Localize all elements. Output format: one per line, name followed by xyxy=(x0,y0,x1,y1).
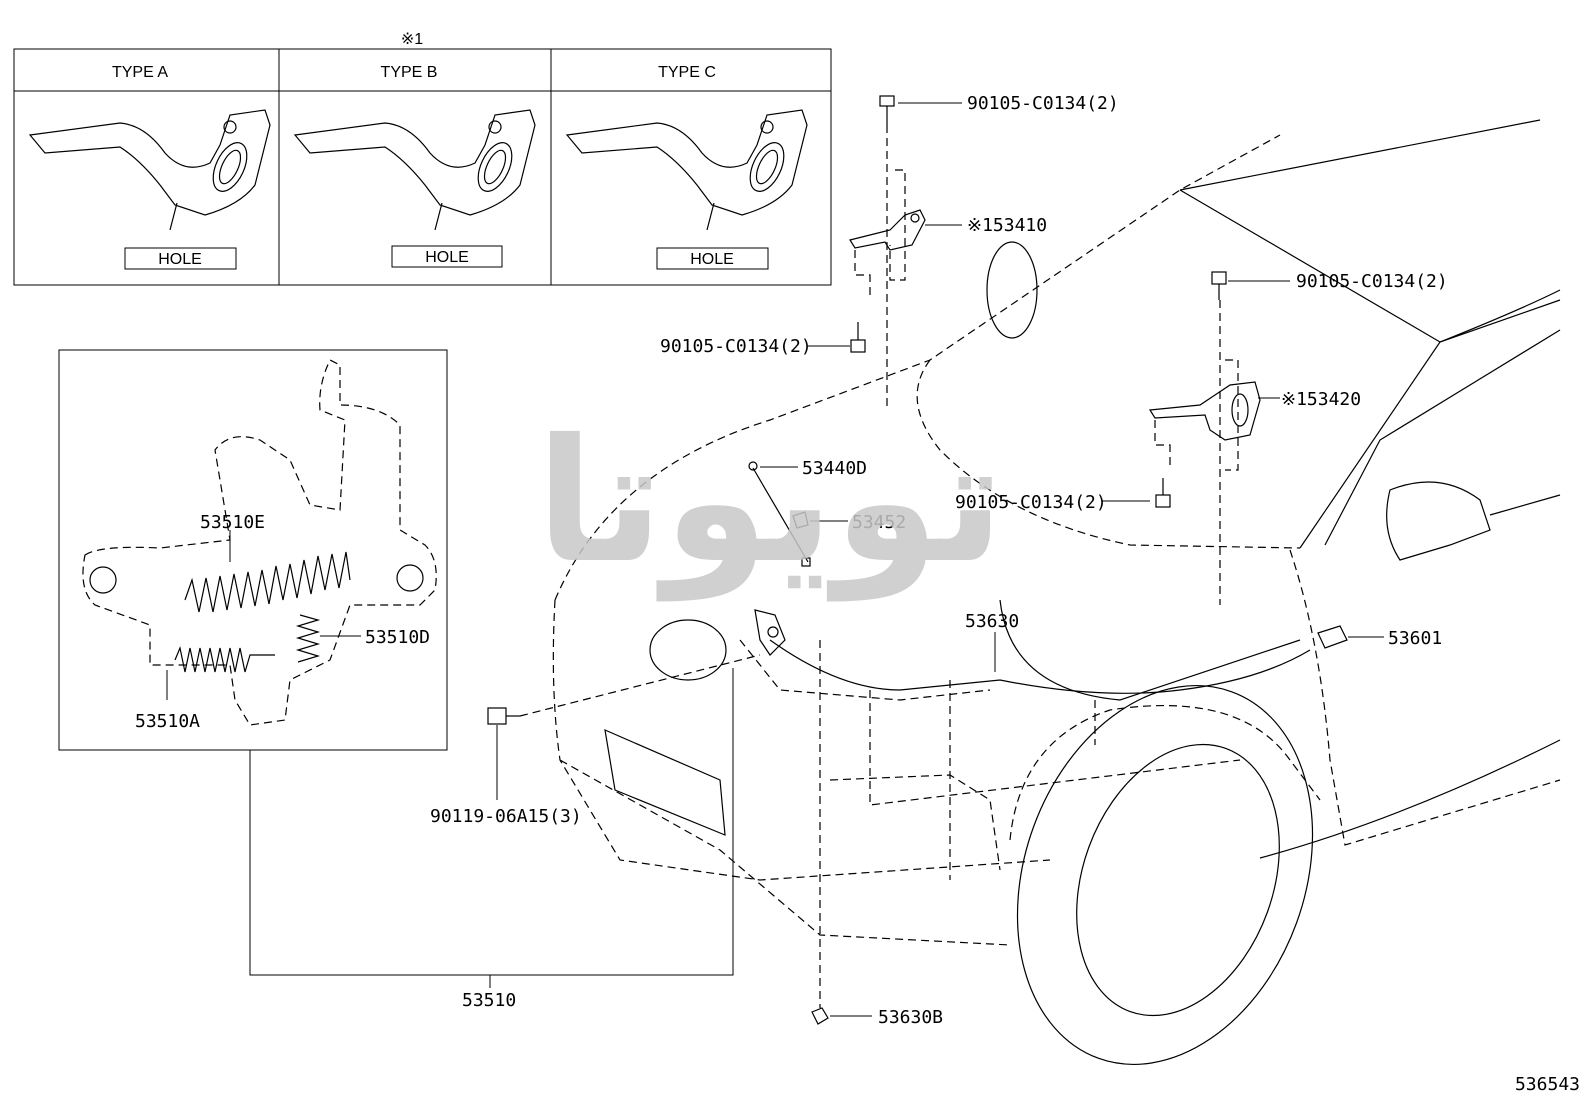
release-cable-label: 53630 xyxy=(965,611,1019,632)
bolt-latch-icon xyxy=(487,654,761,725)
cable-clamp-label: 53630B xyxy=(878,1007,943,1028)
cable-clamp-icon xyxy=(811,1007,829,1025)
bolt-hinge-right-bottom-icon xyxy=(1155,478,1171,508)
rod-holder-label: 53452 xyxy=(852,512,906,533)
latch-spring-a-label: 53510A xyxy=(135,711,200,732)
type-a-header: TYPE A xyxy=(112,64,168,81)
latch-assy-icon xyxy=(754,609,786,656)
type-table: ※1 TYPE A TYPE B TYPE C HOLE xyxy=(13,31,832,286)
type-b-hinge-drawing xyxy=(293,109,536,231)
latch-spring-d-label: 53510D xyxy=(365,627,430,648)
hinge-right-label: ※153420 xyxy=(1281,389,1361,410)
support-rod xyxy=(748,461,811,567)
bolt-latch-label: 90119-06A15(3) xyxy=(430,806,582,827)
bolt-hinge-left-bottom-label: 90105-C0134(2) xyxy=(660,336,812,357)
type-c-hole-label: HOLE xyxy=(690,251,734,268)
latch-assy-label: 53510 xyxy=(462,990,516,1011)
type-b-header: TYPE B xyxy=(381,64,438,81)
bolt-hinge-right-bottom-label: 90105-C0134(2) xyxy=(955,492,1107,513)
release-lever-icon xyxy=(1317,625,1348,649)
bolt-hinge-right-top-icon xyxy=(1211,271,1227,300)
type-note-mark: ※1 xyxy=(401,31,423,48)
latch-assy-bracket xyxy=(249,668,734,976)
watermark-logo: تویوتا xyxy=(536,403,1005,602)
hinge-right xyxy=(1148,300,1261,605)
type-c-header: TYPE C xyxy=(658,64,716,81)
rod-holder-icon xyxy=(792,511,809,529)
type-c-hinge-drawing xyxy=(565,109,808,231)
bolt-hinge-left-bottom-icon xyxy=(850,322,866,353)
type-a-hole-label: HOLE xyxy=(158,251,202,268)
bolt-hinge-left-top-icon xyxy=(879,95,895,125)
latch-spring-e-label: 53510E xyxy=(200,512,265,533)
bolt-hinge-right-top-label: 90105-C0134(2) xyxy=(1296,271,1448,292)
latch-detail-box: 53510E 53510D 53510A xyxy=(58,349,448,751)
support-rod-label: 53440D xyxy=(802,458,867,479)
hinge-left xyxy=(849,125,926,410)
bolt-hinge-left-top-label: 90105-C0134(2) xyxy=(967,93,1119,114)
release-lever-label: 53601 xyxy=(1388,628,1442,649)
type-b-hole-label: HOLE xyxy=(425,249,469,266)
diagram-id: 536543 xyxy=(1515,1074,1580,1095)
vehicle-outline xyxy=(552,119,1561,1065)
hinge-left-label: ※153410 xyxy=(967,215,1047,236)
type-a-hinge-drawing xyxy=(28,109,271,231)
